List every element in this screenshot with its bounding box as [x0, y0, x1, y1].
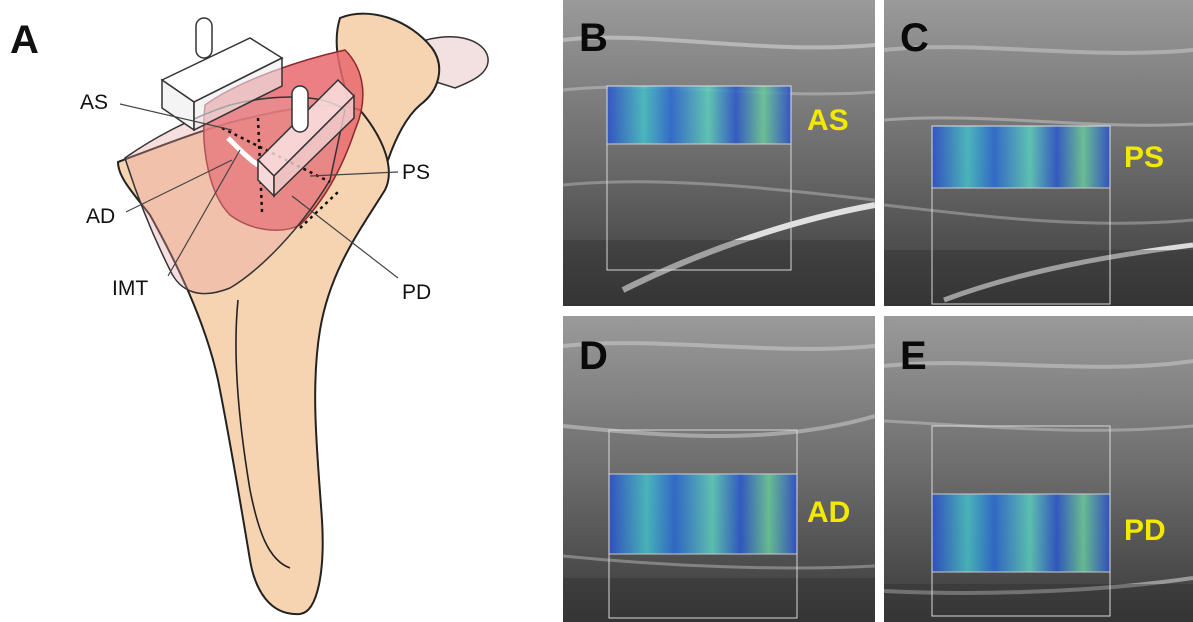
- panel-c-letter: C: [900, 18, 929, 58]
- panel-e-roi-label: PD: [1124, 516, 1166, 546]
- panel-a-letter: A: [10, 20, 39, 60]
- panel-e: E PD: [884, 316, 1193, 622]
- panel-d-letter: D: [579, 336, 608, 376]
- label-pd: PD: [402, 282, 431, 303]
- label-imt: IMT: [112, 278, 148, 299]
- panel-d: D AD: [563, 316, 875, 622]
- ultrasound-image-b: [563, 0, 875, 306]
- ultrasound-image-e: [884, 316, 1193, 622]
- panel-b-letter: B: [579, 18, 608, 58]
- panel-b-roi-label: AS: [807, 106, 849, 136]
- label-ps: PS: [402, 162, 430, 183]
- ultrasound-image-d: [563, 316, 875, 622]
- label-ad: AD: [86, 206, 115, 227]
- panel-c: C PS: [884, 0, 1193, 306]
- panel-e-letter: E: [900, 336, 927, 376]
- panel-c-roi-label: PS: [1124, 143, 1164, 173]
- panel-d-roi-label: AD: [807, 498, 850, 528]
- label-as: AS: [80, 92, 108, 113]
- panel-b: B AS: [563, 0, 875, 306]
